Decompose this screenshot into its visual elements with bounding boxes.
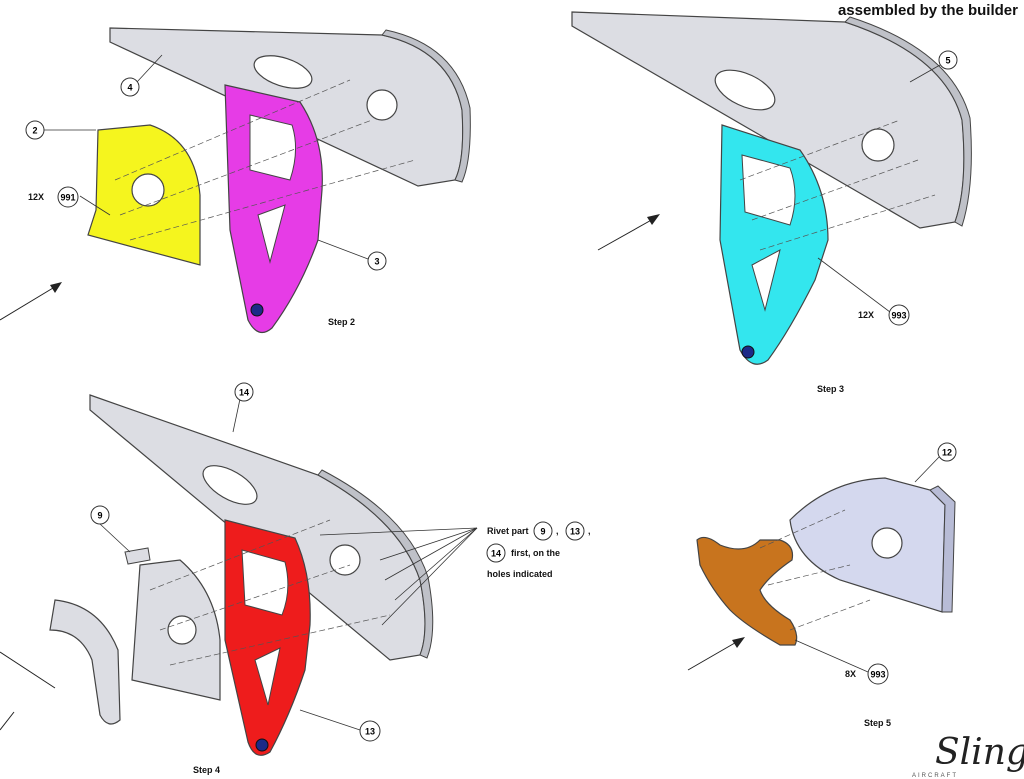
rib-part-4-center-hole xyxy=(366,89,398,121)
step5-group: 12 8X 993 Step 5 xyxy=(687,442,957,728)
balloon-14: 14 xyxy=(234,382,254,402)
sling-logo: Sling AIRCRAFT xyxy=(912,732,1024,779)
rib-part-14-center-hole xyxy=(329,544,361,576)
step3-label: Step 3 xyxy=(817,384,844,394)
step2-label: Step 2 xyxy=(328,317,355,327)
leaders-step4 xyxy=(99,398,361,731)
rib-part-4-lightening-hole xyxy=(253,55,313,89)
plate-cyan-cutout-lower xyxy=(751,249,781,312)
qty-12x-step3: 12X xyxy=(858,310,874,320)
bracket-part-9-hole xyxy=(167,615,197,645)
rivet-note-text: Rivet part xyxy=(487,526,529,536)
direction-arrow-step4-left xyxy=(0,651,56,689)
direction-arrow-step4-bottom xyxy=(0,711,15,731)
svg-text:,: , xyxy=(588,526,591,536)
svg-text:5: 5 xyxy=(945,56,950,66)
logo-subtext: AIRCRAFT xyxy=(912,773,958,779)
rivet-note-balloon-14: 14 xyxy=(486,543,506,563)
logo-text: Sling xyxy=(935,732,1024,773)
svg-text:3: 3 xyxy=(374,257,379,267)
alignment-lines-step5 xyxy=(759,509,871,631)
alignment-lines-step4 xyxy=(149,519,391,666)
plate-part-13-cutout-lower xyxy=(254,647,281,706)
rib-part-5-lightening-hole xyxy=(714,69,776,111)
rib-part-4-flange xyxy=(381,29,471,183)
svg-text:14: 14 xyxy=(491,549,501,559)
qty-8x-step5: 8X xyxy=(845,669,856,679)
balloon-991: 991 xyxy=(57,186,79,208)
rivet-note-holes: holes indicated xyxy=(487,569,553,579)
balloon-2: 2 xyxy=(25,120,45,140)
balloon-13-step4: 13 xyxy=(359,720,381,742)
curved-bracket-part xyxy=(49,599,121,725)
step3-group: 5 12X 993 Step 3 xyxy=(571,11,972,394)
svg-text:9: 9 xyxy=(540,527,545,537)
bracket-part-2-hole xyxy=(131,173,165,207)
svg-text:14: 14 xyxy=(239,388,249,398)
balloon-9: 9 xyxy=(90,505,110,525)
rivet-note-first: first, on the xyxy=(511,548,560,558)
svg-text:13: 13 xyxy=(365,727,375,737)
rivet-note: Rivet part 9 , 13 , 14 first, on the hol… xyxy=(486,521,591,579)
bracket-orange xyxy=(696,536,798,646)
svg-text:13: 13 xyxy=(570,527,580,537)
leaders-step3 xyxy=(817,64,941,313)
alignment-lines xyxy=(114,79,416,241)
plate-part-13-bushing xyxy=(255,738,269,752)
plate-part-3-cutout-upper xyxy=(249,114,296,181)
rib-part-5-flange xyxy=(844,16,972,227)
rivet-note-balloon-13: 13 xyxy=(565,521,585,541)
plate-cyan-cutout-upper xyxy=(741,154,796,226)
balloon-12: 12 xyxy=(937,442,957,462)
rib-part-12 xyxy=(789,477,946,613)
rivet-leaders xyxy=(319,527,478,626)
small-tab-part xyxy=(124,547,151,565)
plate-part-13-cutout-upper xyxy=(241,549,289,616)
step4-group: 14 9 13 Step 4 Rivet part 9 , 13 , xyxy=(0,382,591,775)
alignment-lines-step3 xyxy=(739,119,936,251)
svg-text:4: 4 xyxy=(127,83,132,93)
svg-text:993: 993 xyxy=(891,311,906,321)
balloon-4: 4 xyxy=(120,77,140,97)
rib-part-14-lightening-hole xyxy=(202,465,258,505)
balloon-5: 5 xyxy=(938,50,958,70)
plate-part-13 xyxy=(224,519,311,756)
svg-text:993: 993 xyxy=(870,670,885,680)
balloon-993-step5: 993 xyxy=(867,663,889,685)
qty-12x-step2: 12X xyxy=(28,192,44,202)
header-title: assembled by the builder xyxy=(837,2,1018,19)
rib-part-5-center-hole xyxy=(861,128,895,162)
svg-text:991: 991 xyxy=(60,193,75,203)
svg-text:2: 2 xyxy=(32,126,37,136)
svg-text:9: 9 xyxy=(97,511,102,521)
rivet-note-balloon-9: 9 xyxy=(533,521,553,541)
rib-part-14-flange xyxy=(317,469,434,659)
svg-text:,: , xyxy=(556,526,559,536)
plate-part-3-cutout-lower xyxy=(257,204,286,264)
plate-cyan-bushing xyxy=(741,345,755,359)
leaders-step2 xyxy=(43,54,369,260)
leaders-step5 xyxy=(794,455,941,673)
step5-label: Step 5 xyxy=(864,718,891,728)
svg-text:12: 12 xyxy=(942,448,952,458)
balloon-993-step3: 993 xyxy=(888,304,910,326)
step2-group: 4 2 12X 991 3 Step 2 xyxy=(0,27,471,334)
direction-arrow-step3 xyxy=(597,214,660,251)
direction-arrow-step2 xyxy=(0,282,62,321)
balloon-3: 3 xyxy=(367,251,387,271)
rib-part-12-flange xyxy=(929,485,956,613)
plate-part-3-bushing xyxy=(250,303,264,317)
direction-arrow-step5 xyxy=(687,637,745,671)
rib-part-12-center-hole xyxy=(871,527,903,559)
step4-label: Step 4 xyxy=(193,765,220,775)
